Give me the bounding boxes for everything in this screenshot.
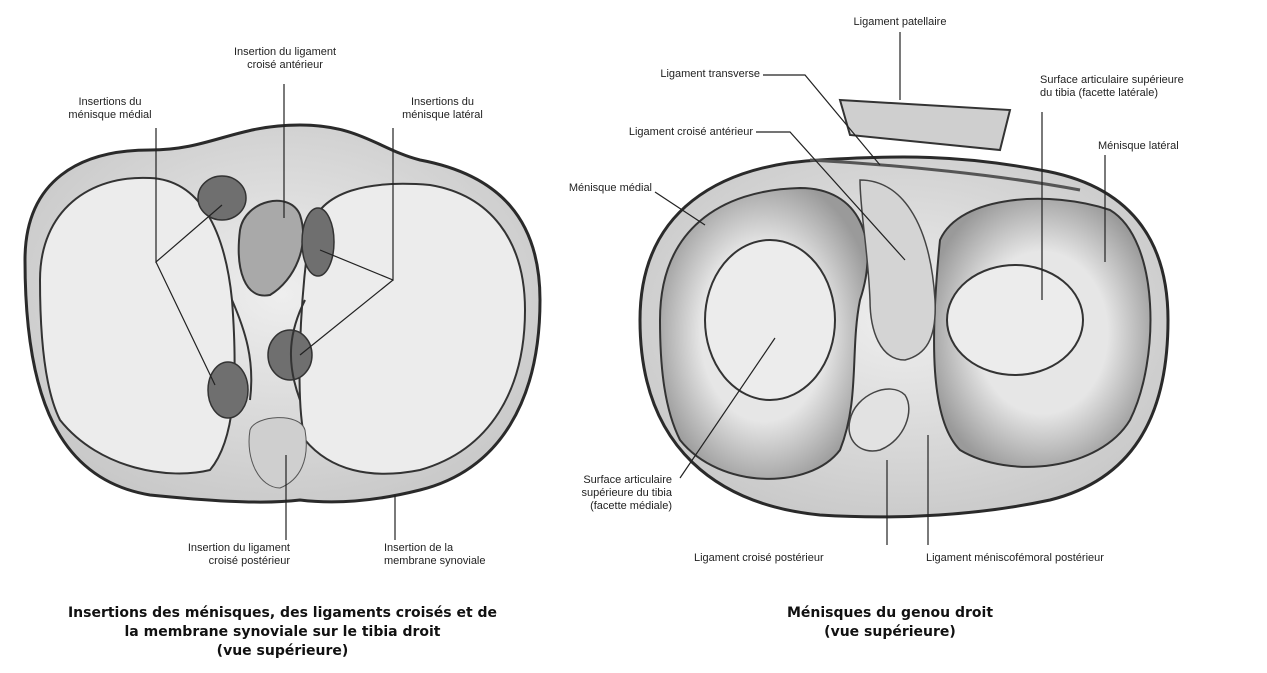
label-acl-insertion: Insertion du ligament croisé antérieur bbox=[210, 46, 360, 72]
label-lateral-surface: Surface articulaire supérieure du tibia … bbox=[1040, 74, 1255, 100]
label-posterior-meniscofemoral: Ligament méniscofémoral postérieur bbox=[926, 552, 1196, 565]
label-synovial-insertion: Insertion de la membrane synoviale bbox=[384, 542, 544, 568]
left-tibial-plateau bbox=[25, 84, 540, 540]
lateral-anterior-horn-insertion bbox=[302, 208, 334, 276]
label-medial-meniscus: Ménisque médial bbox=[520, 182, 652, 195]
label-medial-surface: Surface articulaire supérieure du tibia … bbox=[522, 474, 672, 513]
medial-posterior-horn-insertion bbox=[208, 362, 248, 418]
label-acl: Ligament croisé antérieur bbox=[555, 126, 753, 139]
medial-anterior-horn-insertion bbox=[198, 176, 246, 220]
lateral-facet-shape bbox=[947, 265, 1083, 375]
label-medial-meniscus-insertions: Insertions du ménisque médial bbox=[50, 96, 170, 122]
left-medial-facet bbox=[40, 178, 235, 474]
label-pcl-insertion: Insertion du ligament croisé postérieur bbox=[130, 542, 290, 568]
label-transverse-ligament: Ligament transverse bbox=[590, 68, 760, 81]
medial-facet-shape bbox=[705, 240, 835, 400]
label-pcl: Ligament croisé postérieur bbox=[694, 552, 894, 565]
right-tibial-plateau bbox=[640, 32, 1168, 545]
label-lateral-meniscus-insertions: Insertions du ménisque latéral bbox=[380, 96, 505, 122]
left-caption: Insertions des ménisques, des ligaments … bbox=[20, 604, 545, 661]
label-patellar-ligament: Ligament patellaire bbox=[830, 16, 970, 29]
right-caption: Ménisques du genou droit (vue supérieure… bbox=[780, 604, 1000, 642]
label-lateral-meniscus: Ménisque latéral bbox=[1098, 140, 1228, 153]
patellar-ligament-shape bbox=[840, 100, 1010, 150]
